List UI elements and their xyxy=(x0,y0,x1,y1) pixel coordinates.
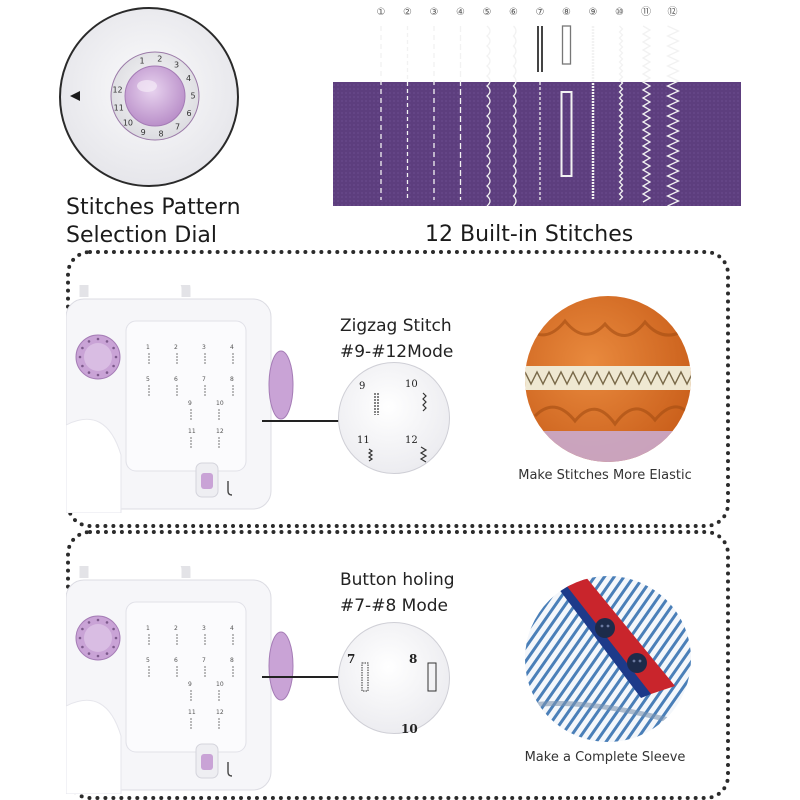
machine-stitch-number: 5 xyxy=(146,657,150,664)
sleeve-caption: Make a Complete Sleeve xyxy=(524,750,686,765)
dial-title-line2: Selection Dial xyxy=(66,223,218,248)
machine-stitch-number: 12 xyxy=(216,709,224,716)
dial-number: 3 xyxy=(174,61,179,70)
machine-handwheel xyxy=(268,631,294,701)
machine-handle xyxy=(79,274,191,297)
zoom-num-9: 9 xyxy=(359,381,365,392)
stitch-number: ⑧ xyxy=(562,7,571,18)
machine-stitch-number: 9 xyxy=(188,681,192,688)
machine-stitch-number: 1 xyxy=(146,344,150,351)
dial-number: 5 xyxy=(190,91,195,100)
stitch-number: ③ xyxy=(430,7,439,18)
machine-panel xyxy=(125,320,247,472)
dial-number: 4 xyxy=(186,74,191,83)
button-zoom-circle: 7 8 10 xyxy=(338,622,450,736)
machine-stitch-number: 10 xyxy=(216,400,224,407)
button-upper xyxy=(595,618,615,638)
machine-stitch-number: 7 xyxy=(202,657,206,664)
machine-stitch-number: 8 xyxy=(230,376,234,383)
dial-number: 10 xyxy=(123,119,133,128)
dial-number: 12 xyxy=(112,85,122,94)
button-lower xyxy=(627,653,647,673)
zoom-num-12: 12 xyxy=(405,435,418,446)
dial-number: 2 xyxy=(157,54,162,63)
machine-handwheel xyxy=(268,350,294,420)
stitch-number: ⑪ xyxy=(641,6,651,18)
zoom-num-8: 8 xyxy=(409,652,417,666)
stitch-buttonhole-icon xyxy=(561,25,572,65)
button-label-line2: #7-#8 Mode xyxy=(340,596,448,616)
zigzag-zoom-svg: 9 10 11 12 xyxy=(357,379,428,463)
machine-stitch-number: 4 xyxy=(230,344,234,351)
dial-number: 7 xyxy=(175,123,180,132)
zoom-num-10: 10 xyxy=(405,379,418,390)
stitch-strip: ① ② ③ ④ ⑤ ⑥ ⑦ ⑧ ⑨ ⑩ ⑪ ⑫ xyxy=(333,0,741,212)
machine-stitch-number: 11 xyxy=(188,428,196,435)
stitch-number: ⑦ xyxy=(536,7,545,18)
machine-switch-knob xyxy=(201,754,213,770)
zoom-num-11: 11 xyxy=(357,435,370,446)
stitch-number: ④ xyxy=(456,7,465,18)
zigzag-connector-line xyxy=(262,420,354,422)
machine-stitch-number: 11 xyxy=(188,709,196,716)
machine-stitch-number: 2 xyxy=(174,344,178,351)
machine-stitch-number: 6 xyxy=(174,376,178,383)
dial-number: 8 xyxy=(158,130,163,139)
dial-pointer-icon xyxy=(70,91,80,101)
machine-stitch-number: 3 xyxy=(202,625,206,632)
stitch-number: ⑨ xyxy=(589,7,598,18)
button-zoom-svg: 7 8 10 xyxy=(347,652,437,736)
machine-stitch-number: 12 xyxy=(216,428,224,435)
stitch-number: ① xyxy=(377,7,386,18)
zoom-num-10-b: 10 xyxy=(401,722,418,733)
machine-stitch-number: 7 xyxy=(202,376,206,383)
elastic-fabric-svg xyxy=(525,318,691,462)
machine-stitch-number: 2 xyxy=(174,625,178,632)
machine-switch-knob xyxy=(201,473,213,489)
stitch-strip-title: 12 Built-in Stitches xyxy=(425,222,634,247)
button-connector-line xyxy=(262,676,352,678)
stitch-wave xyxy=(485,25,491,207)
machine-stitch-number: 10 xyxy=(216,681,224,688)
machine-panel xyxy=(125,601,247,753)
stitch-number: ⑫ xyxy=(668,6,678,18)
elastic-caption: Make Stitches More Elastic xyxy=(518,468,692,483)
zigzag-label-line2: #9-#12Mode xyxy=(340,342,454,362)
sleeve-svg xyxy=(525,576,691,742)
dial-title: Stitches Pattern Selection Dial xyxy=(66,194,286,250)
dial-number: 11 xyxy=(114,103,124,112)
machine-stitch-number: 9 xyxy=(188,400,192,407)
zoom-num-7: 7 xyxy=(347,652,355,666)
dial-number: 6 xyxy=(187,109,192,118)
machine-stitch-number: 3 xyxy=(202,344,206,351)
machine-stitch-number: 5 xyxy=(146,376,150,383)
machine-stitch-number: 6 xyxy=(174,657,178,664)
stitch-number: ⑥ xyxy=(509,7,518,18)
machine-handle xyxy=(79,555,191,578)
elastic-fabric-photo xyxy=(525,296,691,462)
zigzag-zoom-circle: 9 10 11 12 xyxy=(338,362,450,474)
stitch-wave xyxy=(512,25,517,207)
button-label-line1: Button holing xyxy=(340,570,455,590)
dial-title-line1: Stitches Pattern xyxy=(66,195,241,220)
stitch-number: ② xyxy=(403,7,412,18)
stitch-strip-svg: ① ② ③ ④ ⑤ ⑥ ⑦ ⑧ ⑨ ⑩ ⑪ ⑫ xyxy=(333,6,741,207)
sleeve-photo xyxy=(525,576,691,742)
dial-number: 9 xyxy=(141,128,146,137)
machine-stitch-number: 4 xyxy=(230,625,234,632)
zigzag-mode-label: Zigzag Stitch #9-#12Mode xyxy=(340,313,453,365)
machine-stitch-number: 8 xyxy=(230,657,234,664)
machine-stitch-number: 1 xyxy=(146,625,150,632)
stitch-number: ⑤ xyxy=(483,7,492,18)
button-mode-label: Button holing #7-#8 Mode xyxy=(340,567,455,619)
zigzag-label-line1: Zigzag Stitch xyxy=(340,316,452,336)
dial-number: 1 xyxy=(139,56,144,65)
stitch-number: ⑩ xyxy=(615,7,624,18)
